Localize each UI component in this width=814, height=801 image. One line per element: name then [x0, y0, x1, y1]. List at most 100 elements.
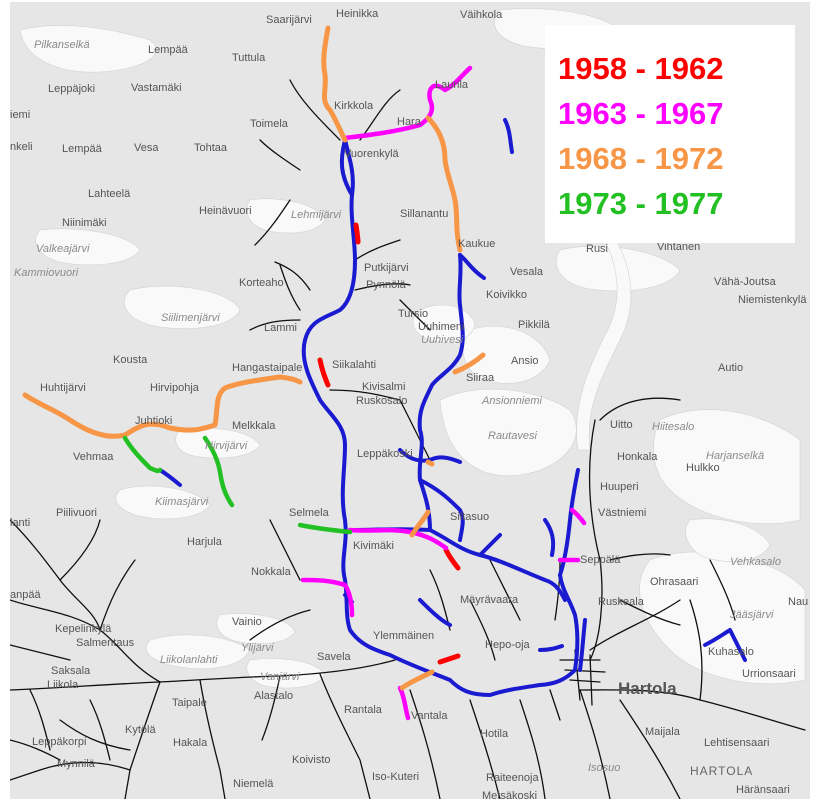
segment-vuorenkyla-red[interactable]: [353, 222, 361, 245]
lake-hirvijarvi: [175, 427, 261, 459]
place-label: Niemelä: [233, 778, 274, 790]
route-kuhasalo-east[interactable]: [703, 628, 747, 662]
place-label: Kousta: [113, 354, 148, 366]
lake-liikolanlahti: [145, 634, 251, 669]
segment-nokkala-magenta[interactable]: [300, 577, 355, 618]
legend-item-1973-1977: 1973 - 1977: [558, 186, 724, 221]
place-label: Siikalahti: [332, 359, 376, 371]
place-label: Kirkkola: [334, 100, 374, 112]
segment-vehmaa-green[interactable]: [122, 435, 163, 474]
segment-leppakoski-orange[interactable]: [409, 509, 431, 538]
route-laurila-branch[interactable]: [339, 138, 354, 197]
place-label: Huhtijärvi: [40, 382, 86, 394]
route-kaukue[interactable]: [458, 253, 486, 280]
place-labels: Saarijärvi Heinikka Väihkola Pilkanselkä…: [10, 8, 808, 799]
route-ruskeala-link[interactable]: [478, 533, 502, 557]
road-korteaho: [274, 261, 311, 291]
road-lammi: [249, 264, 301, 331]
segment-hara-magenta[interactable]: [342, 65, 473, 141]
place-label: Kuhasalo: [708, 646, 754, 658]
network-1968-1972[interactable]: [22, 25, 486, 691]
place-label: Leppäjoki: [48, 83, 95, 95]
place-label: Metsäkoski: [482, 790, 537, 799]
network-1958-1962[interactable]: [317, 222, 461, 665]
road-metsakoski: [519, 699, 546, 799]
segment-hara-sillanantu-orange[interactable]: [425, 115, 463, 253]
segment-selmela-green[interactable]: [297, 522, 353, 535]
place-label: Hotila: [480, 728, 509, 740]
lake-vanjarvi: [246, 658, 326, 689]
place-label: Rantala: [344, 704, 383, 716]
place-label: Kivisalmi: [362, 381, 405, 393]
place-label: Saarijärvi: [266, 14, 312, 26]
place-label: Melkkala: [232, 420, 276, 432]
road-misc-1: [329, 389, 431, 461]
place-label: Ylemmäinen: [373, 630, 434, 642]
road-kytola: [199, 679, 226, 799]
road-misc-10: [609, 553, 671, 561]
road-south-west-4: [10, 739, 61, 761]
segment-leppakoski-dot[interactable]: [425, 459, 435, 467]
road-south-west: [124, 681, 161, 799]
road-west-3: [59, 519, 101, 581]
route-vuorenkyla-south[interactable]: [301, 138, 580, 697]
segment-south-red[interactable]: [437, 653, 461, 665]
segment-kivimaki-magenta[interactable]: [347, 527, 449, 551]
segment-melkkala-green[interactable]: [202, 435, 235, 508]
place-label: Liikolanlahti: [160, 654, 218, 666]
lake-vehkasalo: [685, 518, 771, 562]
place-label: Raiteenoja: [486, 772, 539, 784]
place-label: Hirvijärvi: [205, 440, 248, 452]
route-kiimasjarvi-stub[interactable]: [158, 468, 182, 487]
segment-heinikka-orange[interactable]: [321, 25, 348, 143]
place-label: Hulkko: [686, 462, 720, 474]
place-label: Kammiovuori: [14, 267, 79, 279]
segment-kivimaki-red[interactable]: [443, 547, 461, 571]
network-1963-1967[interactable]: [300, 65, 587, 721]
route-laurila-ne[interactable]: [503, 118, 514, 154]
place-label: Lammi: [264, 322, 297, 334]
route-nokkala-branch[interactable]: [418, 598, 452, 627]
segment-vantala-orange[interactable]: [399, 669, 435, 691]
road-misc-8: [709, 559, 736, 621]
road-pynnola: [354, 283, 411, 291]
place-label: Lehmijärvi: [291, 209, 342, 221]
road-south-west-3: [59, 719, 131, 751]
road-tursio: [399, 299, 431, 331]
place-label: Autio: [718, 362, 743, 374]
segment-west-orange[interactable]: [22, 374, 303, 439]
road-misc-6: [89, 699, 111, 761]
place-label: Nau: [788, 596, 808, 608]
place-label: Leppäkoski: [357, 448, 413, 460]
place-label: Honkala: [617, 451, 658, 463]
route-hartola-links[interactable]: [538, 518, 587, 672]
place-label: Lehtisensaari: [704, 737, 769, 749]
place-label: Leppäkorpi: [32, 736, 86, 748]
segment-siiraa-orange[interactable]: [452, 352, 486, 375]
place-label: Toimela: [250, 118, 289, 130]
place-label: Kytölä: [125, 724, 156, 736]
place-label: Vehmaa: [73, 451, 114, 463]
route-leppakoski-loop[interactable]: [398, 448, 462, 464]
road-misc-5: [29, 689, 51, 751]
place-label: Liikola: [47, 679, 79, 691]
place-label: lanti: [10, 517, 30, 529]
place-label: Rusi: [586, 243, 608, 255]
place-label: Alastalo: [254, 690, 293, 702]
lake-kiimasjarvi: [115, 485, 211, 520]
place-label: Heinikka: [336, 8, 379, 20]
place-label: Nokkala: [251, 566, 292, 578]
route-siltasuo-mid[interactable]: [418, 478, 465, 542]
road-putki: [354, 239, 401, 261]
segment-siikalahti-red[interactable]: [317, 357, 331, 388]
segment-vantala-magenta[interactable]: [397, 685, 411, 721]
place-label: Juhtioki: [135, 415, 172, 427]
place-label: Kivimäki: [353, 540, 394, 552]
road-misc-7: [10, 644, 71, 661]
road-misc-2: [489, 559, 521, 621]
place-label: Väihkola: [460, 9, 503, 21]
place-label: HARTOLA: [690, 764, 753, 778]
segment-vastniemi-magenta[interactable]: [569, 507, 587, 526]
place-label: Hakala: [173, 737, 208, 749]
network-1973-1977[interactable]: [122, 435, 353, 535]
